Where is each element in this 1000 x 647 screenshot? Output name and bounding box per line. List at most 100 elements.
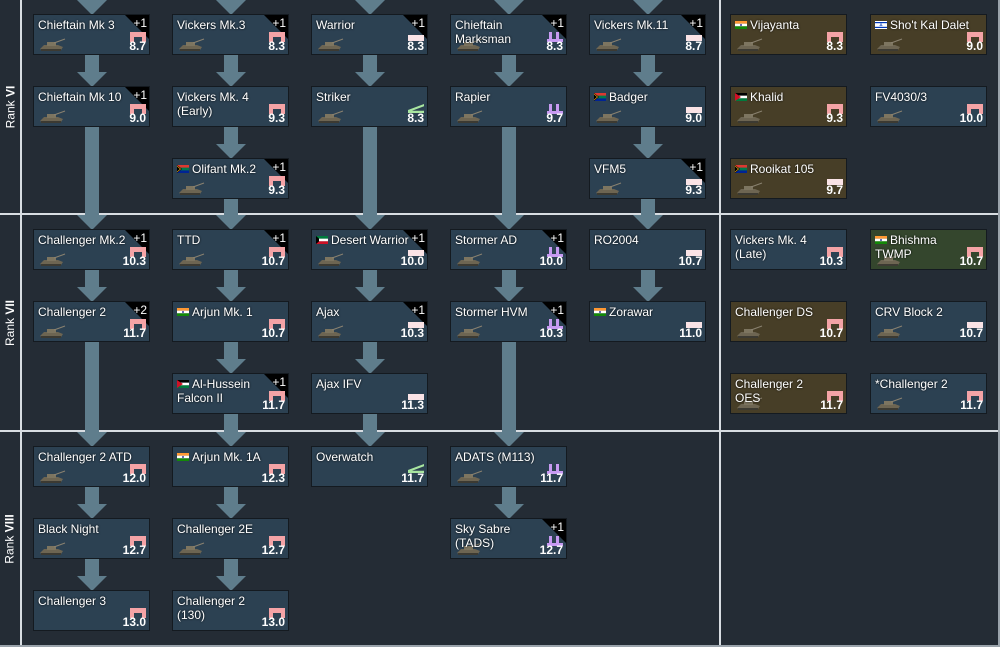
frame-bottom-border (0, 645, 1000, 647)
vehicle-card-adats-m113[interactable]: ADATS (M113)11.7 (450, 446, 567, 487)
class-spaa-icon (547, 533, 563, 546)
vehicle-thumbnail-icon (455, 325, 483, 339)
group-count-corner (542, 519, 566, 543)
class-mbt-icon (269, 461, 285, 474)
vehicle-card-vickers-mk-4-early[interactable]: Vickers Mk. 4 (Early)9.3 (172, 86, 289, 127)
class-mbt-icon (269, 388, 285, 401)
vehicle-name-text: Rapier (455, 90, 491, 104)
vehicle-name: Vijayanta (735, 18, 831, 32)
vehicle-thumbnail-icon (316, 110, 344, 124)
vehicle-name-text: Desert Warrior (331, 233, 409, 247)
tree-connector (223, 559, 238, 578)
class-spaa-icon (547, 244, 563, 257)
vehicle-name: CRV Block 2 (875, 305, 971, 319)
class-light-icon (408, 388, 424, 400)
tree-connector (84, 127, 99, 217)
flag-za-icon (177, 162, 189, 173)
vehicle-name-text: CRV Block 2 (875, 305, 943, 319)
group-count-badge: +1 (689, 16, 703, 30)
class-light-icon (686, 29, 702, 41)
battle-rating: 8.7 (129, 39, 146, 53)
tree-arrow-icon (215, 287, 246, 302)
vehicle-name: Rapier (455, 90, 551, 104)
rank-divider-vii-viii (0, 430, 1000, 432)
tree-connector (640, 55, 655, 74)
battle-rating: 8.3 (407, 39, 424, 53)
group-count-badge: +1 (689, 160, 703, 174)
class-mbt-icon (269, 244, 285, 257)
tree-arrow-icon (215, 576, 246, 591)
vehicle-name: Sho't Kal Dalet (875, 18, 971, 32)
battle-rating: 11.7 (123, 326, 146, 340)
tree-arrow-icon (493, 504, 524, 519)
vehicle-name-text: Challenger DS (735, 305, 814, 319)
vehicle-name-text: Chieftain Marksman (455, 18, 512, 46)
vehicle-name: Challenger 2 (130) (177, 594, 273, 622)
tree-arrow-icon (76, 72, 107, 87)
vehicle-card-challenger-2-130[interactable]: Challenger 2 (130)13.0 (172, 590, 289, 631)
battle-rating: 9.0 (129, 111, 146, 125)
battle-rating: 8.7 (685, 39, 702, 53)
tree-arrow-icon (493, 215, 524, 230)
rank-label-vii: Rank VII (3, 299, 17, 346)
tree-connector (501, 487, 516, 506)
flag-in-icon (177, 450, 189, 461)
tree-arrow-icon (354, 432, 385, 447)
vehicle-thumbnail-icon (38, 253, 66, 267)
tree-arrow-icon (76, 504, 107, 519)
vehicle-thumbnail-icon (875, 38, 903, 52)
class-mbt-icon (269, 533, 285, 546)
vehicle-thumbnail-icon (594, 182, 622, 196)
class-spaa-icon (547, 101, 563, 114)
group-count-badge: +1 (133, 231, 147, 245)
class-mbt-icon (967, 388, 983, 401)
battle-rating: 13.0 (261, 615, 285, 629)
vehicle-thumbnail-icon (455, 253, 483, 267)
battle-rating: 8.3 (546, 39, 563, 53)
class-spaa-icon (547, 461, 563, 474)
vehicle-thumbnail-icon (177, 38, 205, 52)
vehicle-card-vickers-mk-4-late[interactable]: Vickers Mk. 4 (Late)10.3 (730, 229, 847, 270)
vehicle-thumbnail-icon (735, 325, 763, 339)
